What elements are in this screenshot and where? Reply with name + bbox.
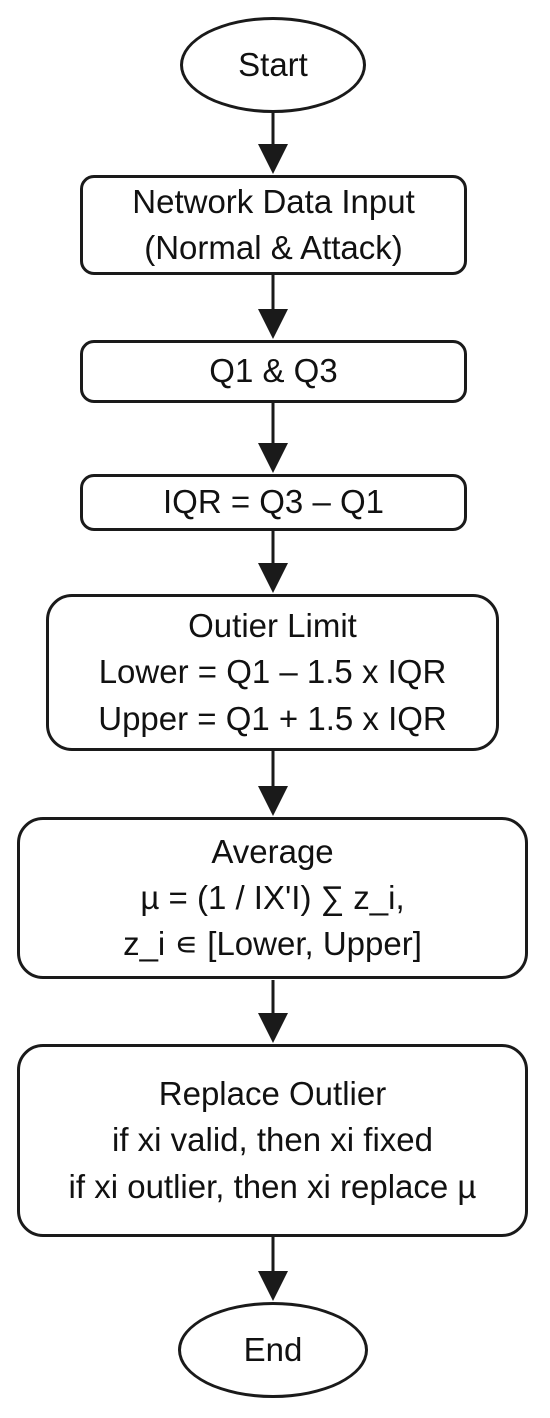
- average-title: Average: [211, 832, 334, 870]
- iqr-box: IQR = Q3 – Q1: [80, 474, 467, 531]
- replace-valid-rule: if xi valid, then xi fixed: [112, 1121, 433, 1159]
- outlier-limit-title: Outier Limit: [188, 607, 357, 645]
- quartiles-box: Q1 & Q3: [80, 340, 467, 403]
- start-node: Start: [180, 17, 366, 113]
- start-label: Start: [238, 45, 308, 83]
- end-label: End: [243, 1330, 303, 1368]
- replace-outlier-box: Replace Outlier if xi valid, then xi fix…: [17, 1044, 528, 1237]
- input-line-2: (Normal & Attack): [144, 229, 403, 266]
- quartiles-line-1: Q1 & Q3: [209, 352, 338, 390]
- outlier-limit-lower: Lower = Q1 – 1.5 x IQR: [98, 653, 447, 691]
- end-node: End: [178, 1302, 368, 1398]
- network-data-input-box: Network Data Input (Normal & Attack): [80, 175, 467, 275]
- average-range: z_i ∊ [Lower, Upper]: [123, 925, 422, 963]
- replace-outlier-rule: if xi outlier, then xi replace µ: [68, 1167, 477, 1205]
- input-line-1: Network Data Input: [132, 182, 415, 220]
- outlier-limit-box: Outier Limit Lower = Q1 – 1.5 x IQR Uppe…: [46, 594, 499, 751]
- average-box: Average µ = (1 / IX'I) ∑ z_i, z_i ∊ [Low…: [17, 817, 528, 979]
- iqr-line-1: IQR = Q3 – Q1: [162, 483, 384, 521]
- average-formula: µ = (1 / IX'I) ∑ z_i,: [140, 878, 405, 916]
- replace-title: Replace Outlier: [158, 1075, 387, 1113]
- outlier-limit-upper: Upper = Q1 + 1.5 x IQR: [98, 699, 447, 737]
